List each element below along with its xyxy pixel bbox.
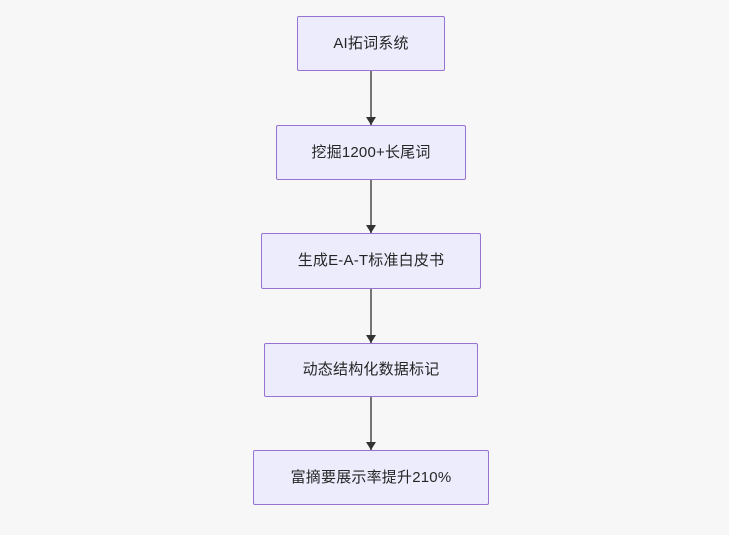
flow-node-label: 动态结构化数据标记 bbox=[302, 361, 440, 378]
flow-node-label: AI拓词系统 bbox=[333, 34, 409, 52]
arrowhead-icon bbox=[366, 442, 376, 450]
edge-line bbox=[370, 397, 372, 450]
flow-node-ai-keyword-system[interactable]: AI拓词系统 bbox=[297, 16, 445, 71]
arrowhead-icon bbox=[366, 117, 376, 125]
flow-node-rich-snippet-result[interactable]: 富摘要展示率提升210% bbox=[253, 450, 489, 505]
edge-line bbox=[370, 289, 372, 343]
flow-node-structured-data-markup[interactable]: 动态结构化数据标记 bbox=[264, 343, 478, 397]
flow-node-longtail-keywords[interactable]: 挖掘1200+长尾词 bbox=[276, 125, 466, 180]
flow-node-label: 生成E-A-T标准白皮书 bbox=[297, 252, 445, 269]
flow-node-label: 挖掘1200+长尾词 bbox=[311, 143, 431, 161]
edge-line bbox=[370, 71, 372, 125]
arrowhead-icon bbox=[366, 335, 376, 343]
flow-node-label: 富摘要展示率提升210% bbox=[290, 468, 452, 486]
arrowhead-icon bbox=[366, 225, 376, 233]
flow-node-eat-whitepaper[interactable]: 生成E-A-T标准白皮书 bbox=[261, 233, 481, 289]
edge-line bbox=[370, 180, 372, 233]
